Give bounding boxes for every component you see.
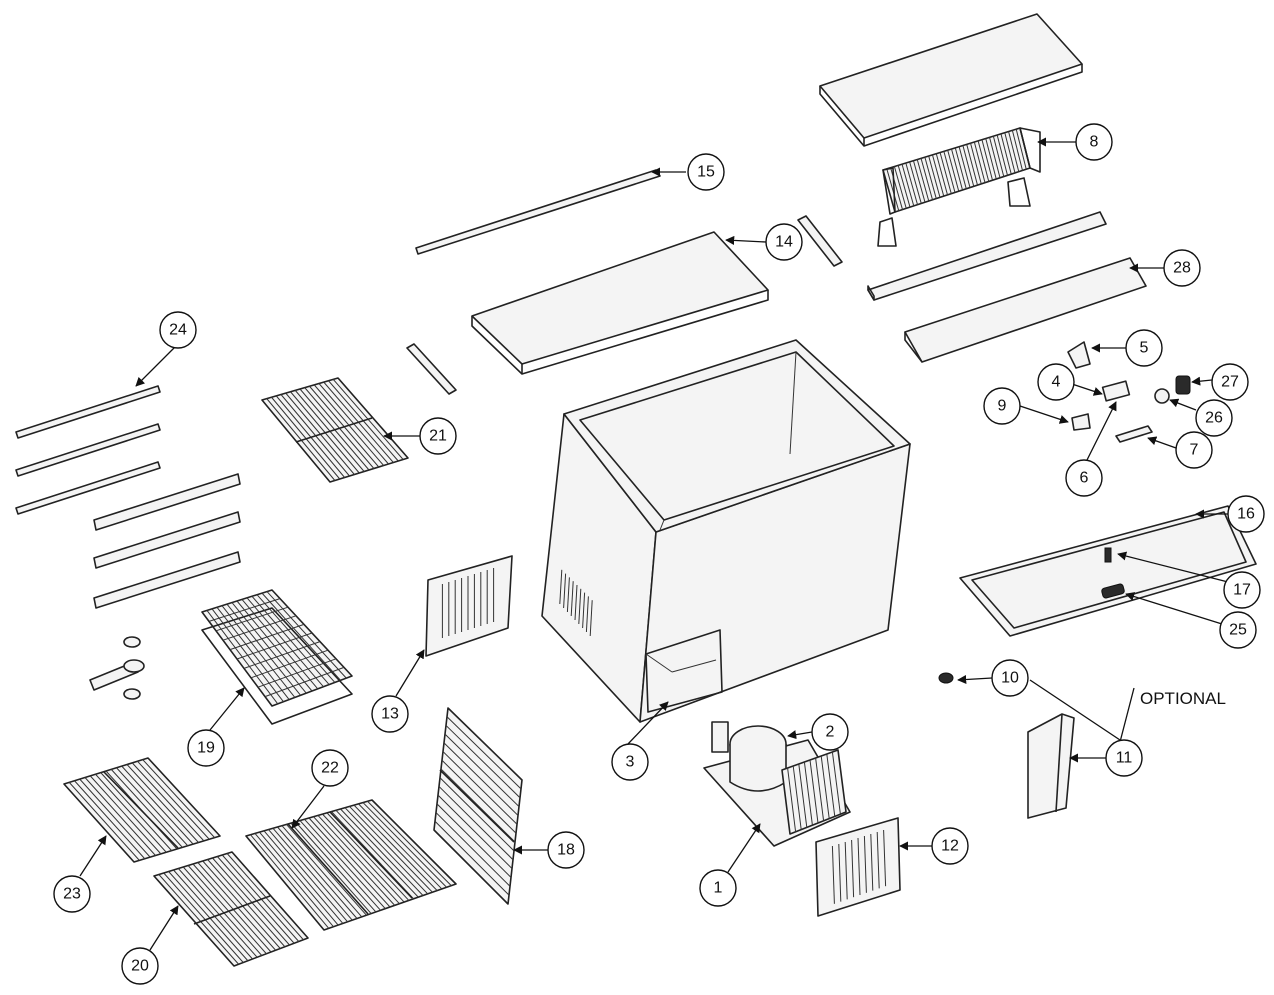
shelf-grille-part-21 <box>261 377 409 483</box>
clip-part-9 <box>1071 413 1091 431</box>
svg-text:7: 7 <box>1190 442 1199 459</box>
leader-lines <box>79 137 1229 951</box>
louvre-panel-part-12 <box>815 817 901 917</box>
svg-text:19: 19 <box>197 740 215 757</box>
callout-9: 9 <box>983 387 1021 425</box>
callout-21: 21 <box>419 417 457 455</box>
callout-20: 20 <box>121 947 159 985</box>
compressor-assembly <box>703 721 851 847</box>
shelf-grille-part-18 <box>433 707 523 905</box>
svg-text:10: 10 <box>1001 670 1019 687</box>
plate-part-7 <box>1115 425 1153 443</box>
svg-text:4: 4 <box>1052 374 1061 391</box>
louvre-panel-part-13 <box>425 555 513 657</box>
svg-text:1: 1 <box>714 880 723 897</box>
knob-part-26 <box>1154 388 1170 404</box>
svg-text:12: 12 <box>941 838 959 855</box>
condenser-coil-part <box>877 127 1041 247</box>
svg-text:13: 13 <box>381 706 399 723</box>
callout-6: 6 <box>1065 459 1103 497</box>
callout-1: 1 <box>699 869 737 907</box>
callout-10: 10 <box>991 659 1029 697</box>
svg-text:17: 17 <box>1233 582 1251 599</box>
shelf-grille-part-20 <box>153 851 309 967</box>
callout-12: 12 <box>931 827 969 865</box>
strip-set-part-24 <box>15 385 241 609</box>
svg-text:27: 27 <box>1221 374 1239 391</box>
callout-7: 7 <box>1175 431 1213 469</box>
drain-fitting <box>89 636 145 700</box>
svg-text:16: 16 <box>1237 506 1255 523</box>
callout-5: 5 <box>1125 329 1163 367</box>
switch-part-27 <box>1175 375 1191 395</box>
svg-text:2: 2 <box>826 724 835 741</box>
svg-text:20: 20 <box>131 958 149 975</box>
svg-text:22: 22 <box>321 760 339 777</box>
thin-rail-part-15 <box>415 169 661 255</box>
callout-19: 19 <box>187 729 225 767</box>
callout-26: 26 <box>1195 399 1233 437</box>
wire-basket-part-19 <box>201 589 353 725</box>
callout-14: 14 <box>765 223 803 261</box>
callout-15: 15 <box>687 153 725 191</box>
callout-11: 11 <box>1105 739 1143 777</box>
svg-text:21: 21 <box>429 428 447 445</box>
svg-text:9: 9 <box>998 398 1007 415</box>
svg-text:11: 11 <box>1116 750 1133 767</box>
top-cover-plate <box>819 13 1083 147</box>
lock-part-10 <box>938 672 954 684</box>
thermostat-part-4 <box>1101 380 1131 402</box>
cabinet-body <box>541 339 911 723</box>
callout-2: 2 <box>811 713 849 751</box>
callout-23: 23 <box>53 875 91 913</box>
callout-27: 27 <box>1211 363 1249 401</box>
callout-18: 18 <box>547 831 585 869</box>
callout-25: 25 <box>1219 611 1257 649</box>
callout-22: 22 <box>311 749 349 787</box>
bracket-part-5 <box>1067 341 1091 369</box>
svg-text:24: 24 <box>169 322 187 339</box>
door-panel-part-16 <box>959 505 1257 637</box>
svg-text:28: 28 <box>1173 260 1191 277</box>
callout-3: 3 <box>611 743 649 781</box>
shelf-grille-part-22 <box>245 799 457 931</box>
svg-text:18: 18 <box>557 842 575 859</box>
svg-text:8: 8 <box>1090 134 1099 151</box>
svg-text:14: 14 <box>775 234 793 251</box>
small-strip-right <box>797 215 843 267</box>
callout-8: 8 <box>1075 123 1113 161</box>
shelf-grille-part-23 <box>63 757 221 863</box>
callout-28: 28 <box>1163 249 1201 287</box>
cover-part-11 <box>1027 713 1075 819</box>
svg-text:3: 3 <box>626 754 635 771</box>
svg-text:5: 5 <box>1140 340 1149 357</box>
callout-17: 17 <box>1223 571 1261 609</box>
lid-panel-part-14 <box>471 231 769 375</box>
callout-16: 16 <box>1227 495 1265 533</box>
callout-24: 24 <box>159 311 197 349</box>
callout-13: 13 <box>371 695 409 733</box>
svg-text:15: 15 <box>697 164 715 181</box>
small-strip-left <box>406 343 457 395</box>
svg-text:26: 26 <box>1205 410 1223 427</box>
svg-text:23: 23 <box>63 886 81 903</box>
svg-text:6: 6 <box>1080 470 1089 487</box>
callout-4: 4 <box>1037 363 1075 401</box>
optional-label: OPTIONAL <box>1140 689 1226 708</box>
svg-text:25: 25 <box>1229 622 1247 639</box>
rail-part-28 <box>867 211 1147 363</box>
